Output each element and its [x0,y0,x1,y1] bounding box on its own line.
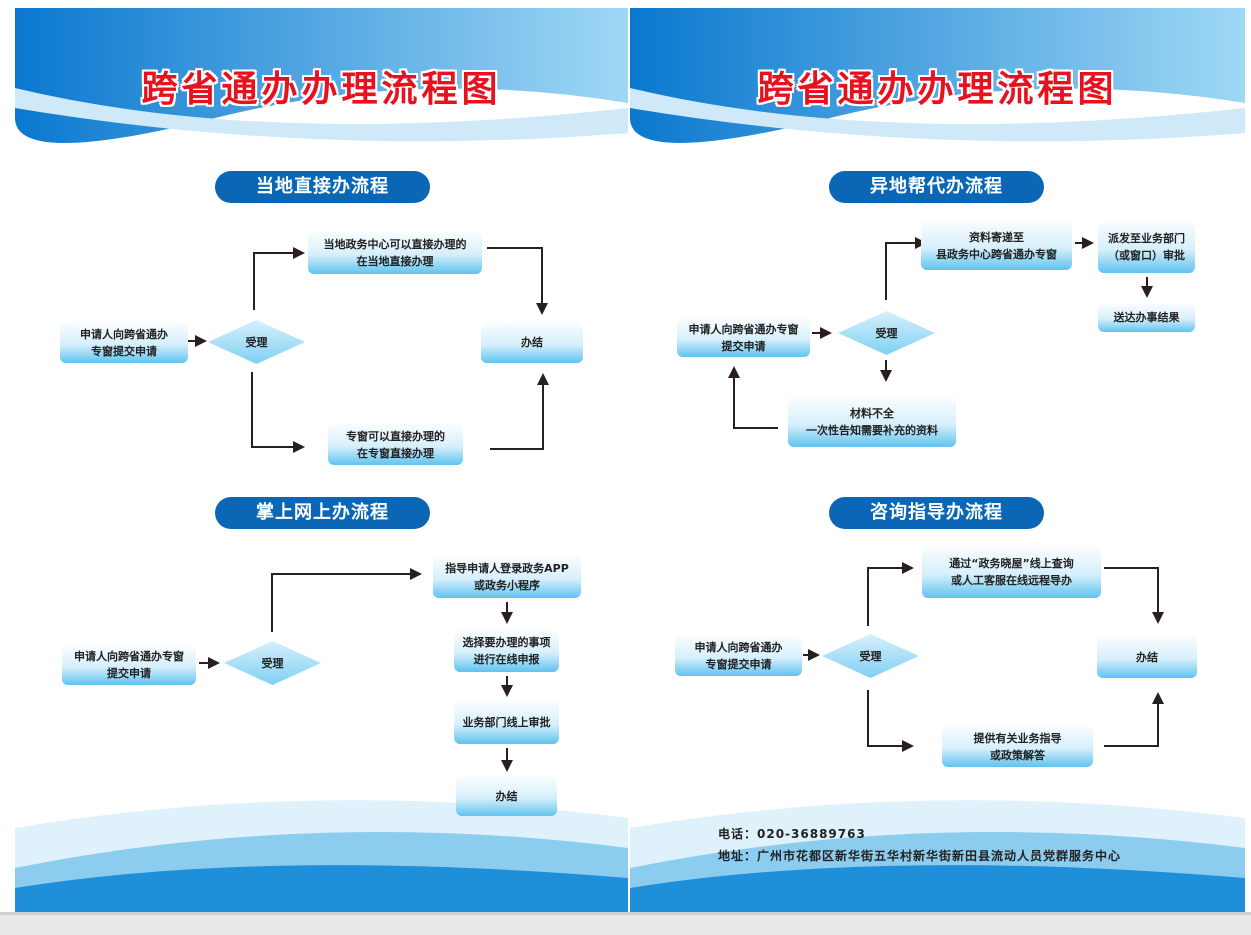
online-apply-box: 选择要办理的事项进行在线申报 [454,630,559,672]
box-text: 专窗提交申请 [705,658,772,671]
done-box: 办结 [481,322,583,363]
diamond-text: 受理 [245,336,268,349]
login-app-box: 指导申请人登录政务APP 或政务小程序 [433,556,581,598]
section-title-consult: 咨询指导办流程 [829,497,1044,529]
diamond-text: 受理 [261,657,284,670]
accept-diamond: 受理 [822,634,919,678]
window-box: 专窗可以直接办理的在专窗直接办理 [328,424,463,465]
box-text: 通过“政务晓屋”线上查询 [949,557,1074,570]
incomplete-box: 材料不全一次性告知需要补充的资料 [788,397,956,447]
accept-diamond: 受理 [224,641,321,685]
box-text: 申请人向跨省通办专窗 [74,650,184,663]
box-text: 专窗可以直接办理的 [346,429,445,443]
right-panel: 跨省通办办理流程图 [630,8,1245,912]
box-text: 提供有关业务指导 [973,731,1062,745]
box-text: 办结 [1136,650,1158,664]
box-text: 选择要办理的事项 [462,636,551,649]
box-text: 派发至业务部门 [1108,232,1185,245]
apply-box: 申请人向跨省通办专窗提交申请 [677,318,810,357]
box-text: 申请人向跨省通办 [694,641,783,654]
apply-box: 申请人向跨省通办专窗提交申请 [60,322,188,363]
policy-guide-box: 提供有关业务指导或政策解答 [942,726,1093,767]
box-text: 指导申请人登录政务APP [445,562,569,575]
box-text: 或政策解答 [990,748,1045,762]
box-text: 申请人向跨省通办 [80,327,168,341]
box-text: 当地政务中心可以直接办理的 [323,237,467,251]
box-text: 或政务小程序 [474,579,540,592]
online-guide-box: 通过“政务晓屋”线上查询或人工客服在线远程导办 [922,546,1101,598]
mail-box: 资料寄递至县政务中心跨省通办专窗 [921,221,1072,270]
wave-background [630,8,1245,912]
address-text: 地址：广州市花都区新华街五华村新华街新田县流动人员党群服务中心 [718,849,1122,863]
diamond-text: 受理 [875,327,898,340]
local-center-box: 当地政务中心可以直接办理的在当地直接办理 [308,231,482,274]
section-title-proxy: 异地帮代办流程 [829,171,1044,203]
apply-box: 申请人向跨省通办专窗提交申请 [62,645,196,685]
box-text: 提交申请 [721,339,766,353]
box-text: 专窗提交申请 [91,344,157,358]
phone-text: 电话：020-36889763 [718,827,866,841]
box-text: 在当地直接办理 [356,254,434,268]
dispatch-box: 派发至业务部门 （或窗口）审批 [1098,221,1195,273]
done-box: 办结 [456,776,557,816]
box-text: 资料寄递至 [969,230,1024,244]
box-text: 材料不全 [850,407,894,420]
box-text: 在专窗直接办理 [357,446,434,460]
box-text: （或窗口）审批 [1108,249,1185,262]
diamond-text: 受理 [859,650,882,663]
left-panel: 跨省通办办理流程图 [15,8,628,912]
online-approval-box: 业务部门线上审批 [454,701,559,744]
bottom-strip [0,912,1251,935]
poster-title: 跨省通办办理流程图 [757,69,1118,110]
deliver-box: 送达办事结果 [1098,303,1195,332]
done-box: 办结 [1097,636,1197,678]
box-text: 办结 [521,336,543,349]
box-text: 办结 [495,789,518,803]
poster-title: 跨省通办办理流程图 [141,69,502,110]
box-text: 一次性告知需要补充的资料 [806,424,938,437]
wave-background [15,8,628,912]
apply-box: 申请人向跨省通办专窗提交申请 [675,636,802,676]
box-text: 送达办事结果 [1113,311,1180,324]
box-text: 申请人向跨省通办专窗 [688,322,799,336]
box-text: 进行在线申报 [473,653,540,666]
accept-diamond: 受理 [838,311,935,355]
box-text: 提交申请 [107,667,151,680]
section-title-online: 掌上网上办流程 [215,497,430,529]
section-title-local: 当地直接办流程 [215,171,430,203]
box-text: 或人工客服在线远程导办 [951,574,1072,587]
box-text: 县政务中心跨省通办专窗 [936,247,1057,261]
accept-diamond: 受理 [208,320,305,364]
box-text: 业务部门线上审批 [462,716,551,729]
